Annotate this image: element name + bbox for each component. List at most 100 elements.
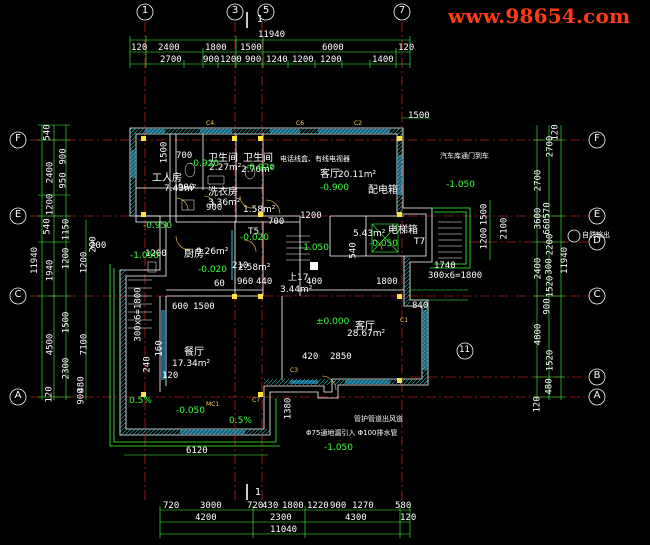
dim-bot-total: 11040	[270, 525, 298, 535]
slope-label-1: 0.5%	[129, 396, 152, 406]
dim-left-r2-1: 950	[58, 172, 69, 189]
dim-left-r1-1: 2400	[45, 161, 56, 184]
room-name-laundry: 洗衣房	[208, 187, 238, 198]
room-area-laundry: 3.36m²	[208, 198, 241, 208]
dim-left-r2-2: 1150	[61, 218, 72, 241]
dim-right-r2-5: 1520	[545, 275, 556, 298]
stair-up-label: 上17	[288, 273, 309, 283]
dim-int-25: 60	[214, 279, 225, 289]
dim-right-inner-0: 1500	[479, 203, 490, 226]
dim-left-r2-3: 1200	[61, 247, 72, 270]
dim-left-r1-6: 120	[44, 386, 55, 403]
dim-left-r3-2: 7100	[79, 333, 90, 356]
dim-int-0: 1500	[159, 141, 170, 164]
dimension-lines	[38, 36, 565, 538]
level-6: -0.020	[198, 265, 228, 275]
dim-right-inner-3: 120	[550, 124, 561, 141]
level-10: ±0.000	[316, 317, 350, 327]
dim-int-12: 600	[172, 302, 189, 312]
dim-int-26: 120	[162, 371, 179, 381]
dim-right-r1-4: 120	[532, 396, 543, 413]
dim-bot-r1-8: 580	[395, 501, 412, 511]
dim-int-5: 540	[348, 242, 359, 259]
dim-right-inner-2: 2100	[499, 217, 510, 240]
note-bathroom-fix: 电话线盒、有线电视器	[280, 155, 350, 163]
bathroom-fixtures	[181, 162, 256, 211]
dim-bot-r1-7: 1270	[352, 501, 374, 511]
dim-bot-r2-1: 2300	[270, 513, 292, 523]
door-tag-mc1: MC1	[206, 401, 220, 408]
level-11: -0.050	[176, 406, 206, 416]
dim-int-20: 420	[302, 352, 319, 362]
dim-int-15: 440	[256, 277, 273, 287]
dim-int-6: 1800	[376, 277, 398, 287]
stair-tag-t7: T7	[414, 237, 426, 247]
note-pipe: 管护管道出风道	[354, 415, 403, 423]
axis-label-E-left: E	[14, 209, 22, 220]
dim-int-19: 2850	[330, 352, 352, 362]
room-area-bath2: 2.76m²	[241, 165, 274, 175]
room-area-dining: 17.34m²	[172, 359, 211, 369]
room-name-elevator: 电梯箱	[388, 225, 418, 236]
note-car-gate: 汽车库通门到车	[440, 152, 489, 160]
level-12: -1.050	[324, 443, 354, 453]
window-tag-c2: C2	[354, 120, 363, 127]
wall-fill	[120, 128, 428, 435]
interior-walls	[136, 134, 404, 392]
level-5: -0.950	[143, 221, 173, 231]
dim-left-r1-4: 1940	[45, 259, 56, 282]
dim-top-r1-2: 1800	[205, 43, 227, 53]
level-1: -0.920	[190, 159, 220, 169]
dim-left-r3-0: 1200	[79, 251, 90, 274]
dim-bot-r1-5: 1220	[307, 501, 329, 511]
room-name-living: 客厅	[355, 321, 375, 332]
dim-top-r2-2: 1200	[220, 55, 242, 65]
note-drain: Φ75通地漏引入 Φ100排水管	[306, 429, 398, 437]
axis-label-3: 3	[231, 5, 239, 16]
slope-label-2: 0.5%	[229, 416, 252, 426]
room-area-lift-lobby: 5.43m²	[353, 229, 386, 239]
dim-int-13: 1500	[193, 302, 215, 312]
dim-int-3: 900	[206, 203, 223, 213]
window-tag-c4: C4	[206, 120, 215, 127]
dim-int-22: 240	[142, 356, 153, 373]
dim-top-r2-7: 1400	[372, 55, 394, 65]
stair-tag-t5: T5	[248, 227, 260, 237]
dim-int-16: 400	[306, 277, 323, 287]
level-0: -0.920	[246, 163, 276, 173]
dim-top-r2-4: 1240	[266, 55, 288, 65]
room-name-dining: 餐厅	[184, 347, 204, 358]
room-area-hall: 1.58m²	[243, 205, 276, 215]
dim-bot-r2-0: 4200	[195, 513, 217, 523]
dim-int-21: 1380	[283, 397, 294, 420]
dim-int-18: 210	[232, 261, 249, 271]
room-area-kitchen: 9.26m²	[196, 247, 229, 257]
dim-bot-r1-3: 430	[262, 501, 279, 511]
dim-top-r1-1: 2400	[158, 43, 180, 53]
axis-label-D-right: D	[593, 235, 601, 246]
room-area-stair-2: 3.44m²	[280, 285, 313, 295]
axis-label-C-right: C	[593, 289, 601, 300]
dim-top-r2-6: 1200	[320, 55, 342, 65]
dim-bot-r2-3: 120	[400, 513, 417, 523]
room-area-stair-1: 2.58m²	[238, 263, 271, 273]
dim-left-r1-3: 540	[42, 218, 53, 235]
terrace-outline	[109, 207, 471, 447]
dim-top-r1-0: 120	[131, 43, 148, 53]
window-tag-c3: C3	[290, 367, 299, 374]
window-tag-c1: C1	[400, 317, 409, 324]
room-area-bath1: 2.27m²	[209, 163, 242, 173]
room-name-panel: 配电箱	[368, 185, 398, 196]
dim-bot-r2-2: 4300	[345, 513, 367, 523]
room-area-worker: 7.43m²	[164, 184, 197, 194]
dim-top-r2-1: 900	[203, 55, 220, 65]
dim-int-2: 900	[178, 183, 195, 193]
note-garage-below: 自然输出	[582, 231, 610, 239]
dim-top-small: 1500	[408, 111, 430, 121]
dim-bot-6120: 6120	[186, 446, 208, 456]
dim-left-total: 11940	[30, 246, 41, 275]
room-name-worker: 工人房	[152, 173, 182, 184]
dim-int-17: 700	[268, 217, 285, 227]
stair-treads	[128, 221, 462, 329]
